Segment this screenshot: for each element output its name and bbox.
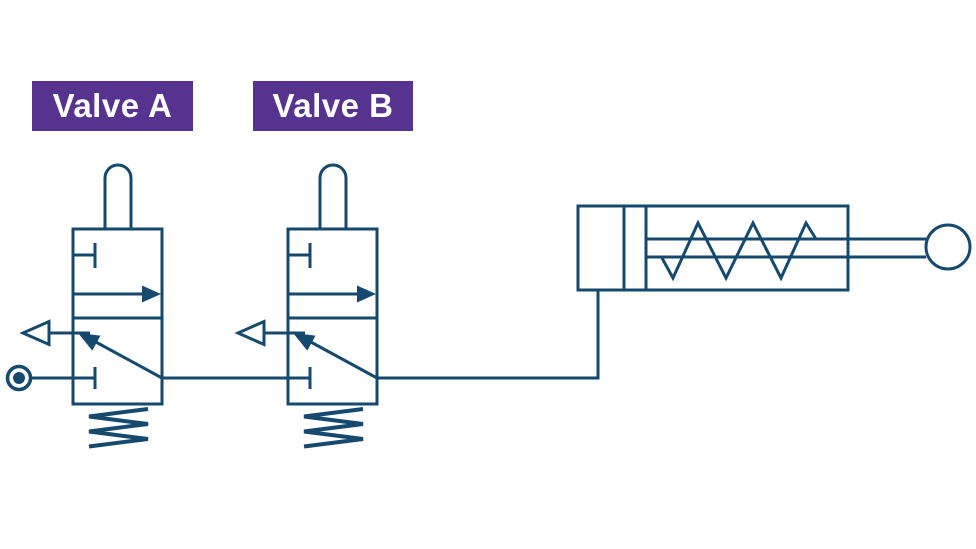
valve-a-exhaust-diagonal <box>93 339 163 380</box>
valve-b-label: Valve B <box>253 81 413 131</box>
valve-b-flow-arrow-head <box>357 285 376 303</box>
supply-port-outer-circle <box>5 364 33 392</box>
valve-b-exhaust-triangle-icon <box>234 319 266 347</box>
valve-b-exhaust-arrow-head <box>293 333 316 351</box>
valve-b-return-spring-icon <box>303 407 364 449</box>
valve-a-exhaust-arrow-head <box>78 333 101 351</box>
valve-a-exhaust-triangle-icon <box>19 319 51 347</box>
valve-a-flow-arrow-head <box>142 285 161 303</box>
cylinder-barrel <box>576 204 850 292</box>
pipework <box>31 290 600 380</box>
supply-port-inner-circle <box>13 372 25 384</box>
cylinder-return-spring-icon <box>660 219 818 282</box>
valve-b-push-button-icon <box>318 163 348 229</box>
valve-b-symbol <box>234 163 379 449</box>
valve-b-exhaust-diagonal <box>308 339 378 380</box>
cylinder-symbol <box>576 204 972 292</box>
valve-a-push-button-icon <box>103 163 133 229</box>
valve-b-to-cylinder-pipe <box>377 290 600 380</box>
valve-a-label: Valve A <box>32 81 193 131</box>
air-supply-port-icon <box>5 364 33 392</box>
valve-a-symbol <box>19 163 164 449</box>
cylinder-rod-knob-icon <box>924 223 972 271</box>
valve-a-return-spring-icon <box>88 407 149 449</box>
